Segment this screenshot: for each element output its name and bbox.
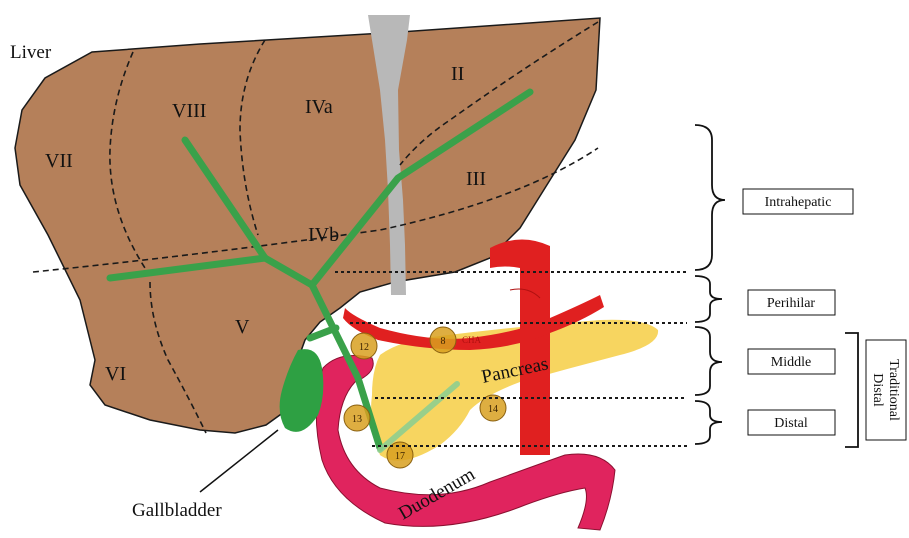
lymph-node-8-label: 8: [441, 336, 446, 347]
gallbladder-pointer: [200, 430, 278, 492]
brace-middle: [695, 327, 722, 395]
segment-ii: II: [451, 63, 464, 85]
segment-iii: III: [466, 168, 486, 190]
segment-vi: VI: [105, 363, 126, 385]
label-intrahepatic: Intrahepatic: [765, 195, 832, 210]
label-traditional-distal: Distal: [870, 373, 885, 407]
brace-perihilar: [695, 276, 722, 322]
cha-label: CHA: [462, 335, 482, 345]
segment-vii: VII: [45, 150, 73, 172]
segment-v: V: [235, 316, 250, 338]
brace-intrahepatic: [695, 125, 725, 270]
lymph-node-17-label: 17: [395, 451, 405, 462]
label-distal: Distal: [774, 416, 808, 431]
segment-viii: VIII: [172, 100, 206, 122]
segment-iva: IVa: [305, 96, 333, 118]
gallbladder-label: Gallbladder: [132, 500, 222, 521]
bracket-traditional-distal: [845, 333, 858, 447]
lymph-node-12-label: 12: [359, 342, 369, 353]
region-boxes: Intrahepatic Perihilar Middle Distal Tra…: [743, 189, 906, 440]
segment-ivb: IVb: [308, 224, 339, 246]
lymph-node-13-label: 13: [352, 414, 362, 425]
label-perihilar: Perihilar: [767, 296, 816, 311]
braces: [695, 125, 858, 447]
brace-distal: [695, 401, 722, 444]
liver-label: Liver: [10, 42, 52, 63]
label-middle: Middle: [771, 355, 811, 370]
label-traditional: Traditional: [886, 359, 901, 421]
lymph-node-14-label: 14: [488, 404, 498, 415]
